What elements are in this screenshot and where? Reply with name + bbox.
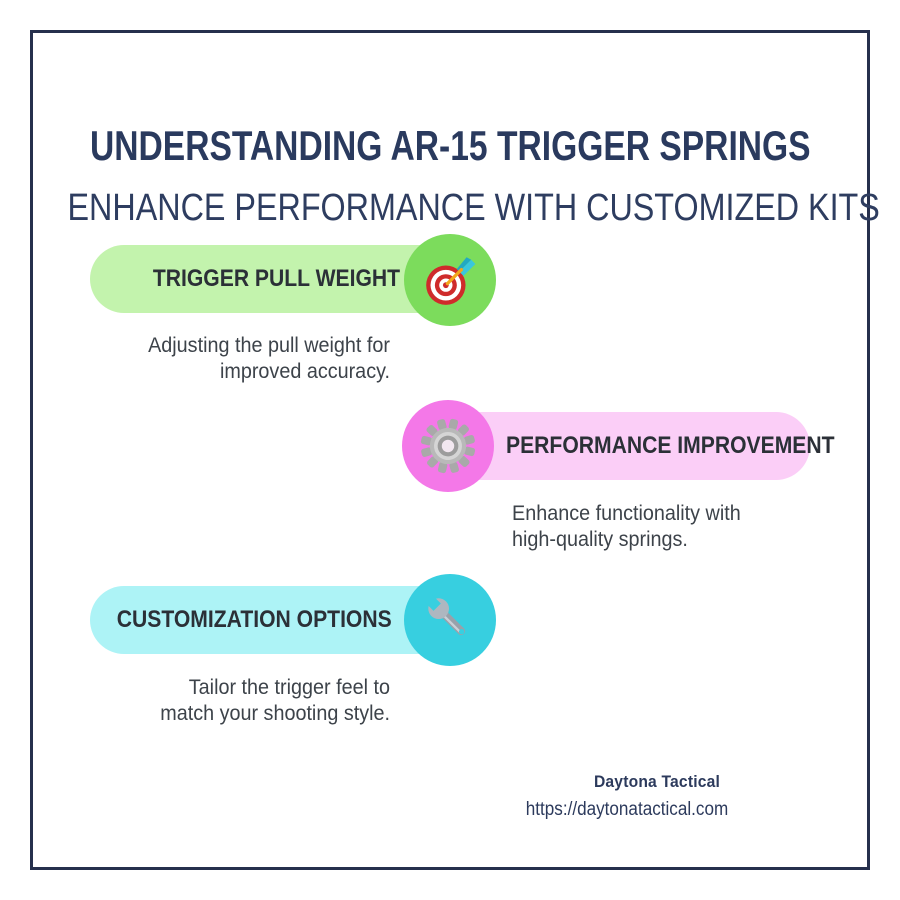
item-pill: CUSTOMIZATION OPTIONS — [90, 586, 462, 654]
target-dart-icon — [426, 257, 476, 305]
item-icon-circle — [402, 400, 494, 492]
item-icon-circle — [404, 574, 496, 666]
page-subtitle: ENHANCE PERFORMANCE WITH CUSTOMIZED KITS — [67, 186, 880, 229]
item-description-line: Enhance functionality with — [512, 501, 741, 525]
item-label: CUSTOMIZATION OPTIONS — [116, 606, 392, 633]
item-icon-circle — [404, 234, 496, 326]
page-border-frame — [30, 30, 870, 870]
item-description: Tailor the trigger feel to match your sh… — [114, 674, 390, 726]
footer-brand: Daytona Tactical — [593, 772, 721, 791]
item-description: Enhance functionality with high-quality … — [512, 500, 797, 552]
gear-icon — [420, 418, 476, 474]
item-description-line: match your shooting style. — [160, 701, 390, 725]
item-description: Adjusting the pull weight for improved a… — [114, 332, 390, 384]
item-description-line: Adjusting the pull weight for — [148, 333, 390, 357]
item-label: TRIGGER PULL WEIGHT — [152, 265, 400, 292]
wrench-icon — [425, 595, 466, 636]
item-description-line: Tailor the trigger feel to — [188, 675, 390, 699]
item-description-line: high-quality springs. — [512, 527, 688, 551]
item-label: PERFORMANCE IMPROVEMENT — [506, 432, 835, 459]
page-title: UNDERSTANDING AR-15 TRIGGER SPRINGS — [90, 122, 811, 170]
footer-url: https://daytonatactical.com — [525, 799, 729, 820]
item-description-line: improved accuracy. — [219, 359, 390, 383]
